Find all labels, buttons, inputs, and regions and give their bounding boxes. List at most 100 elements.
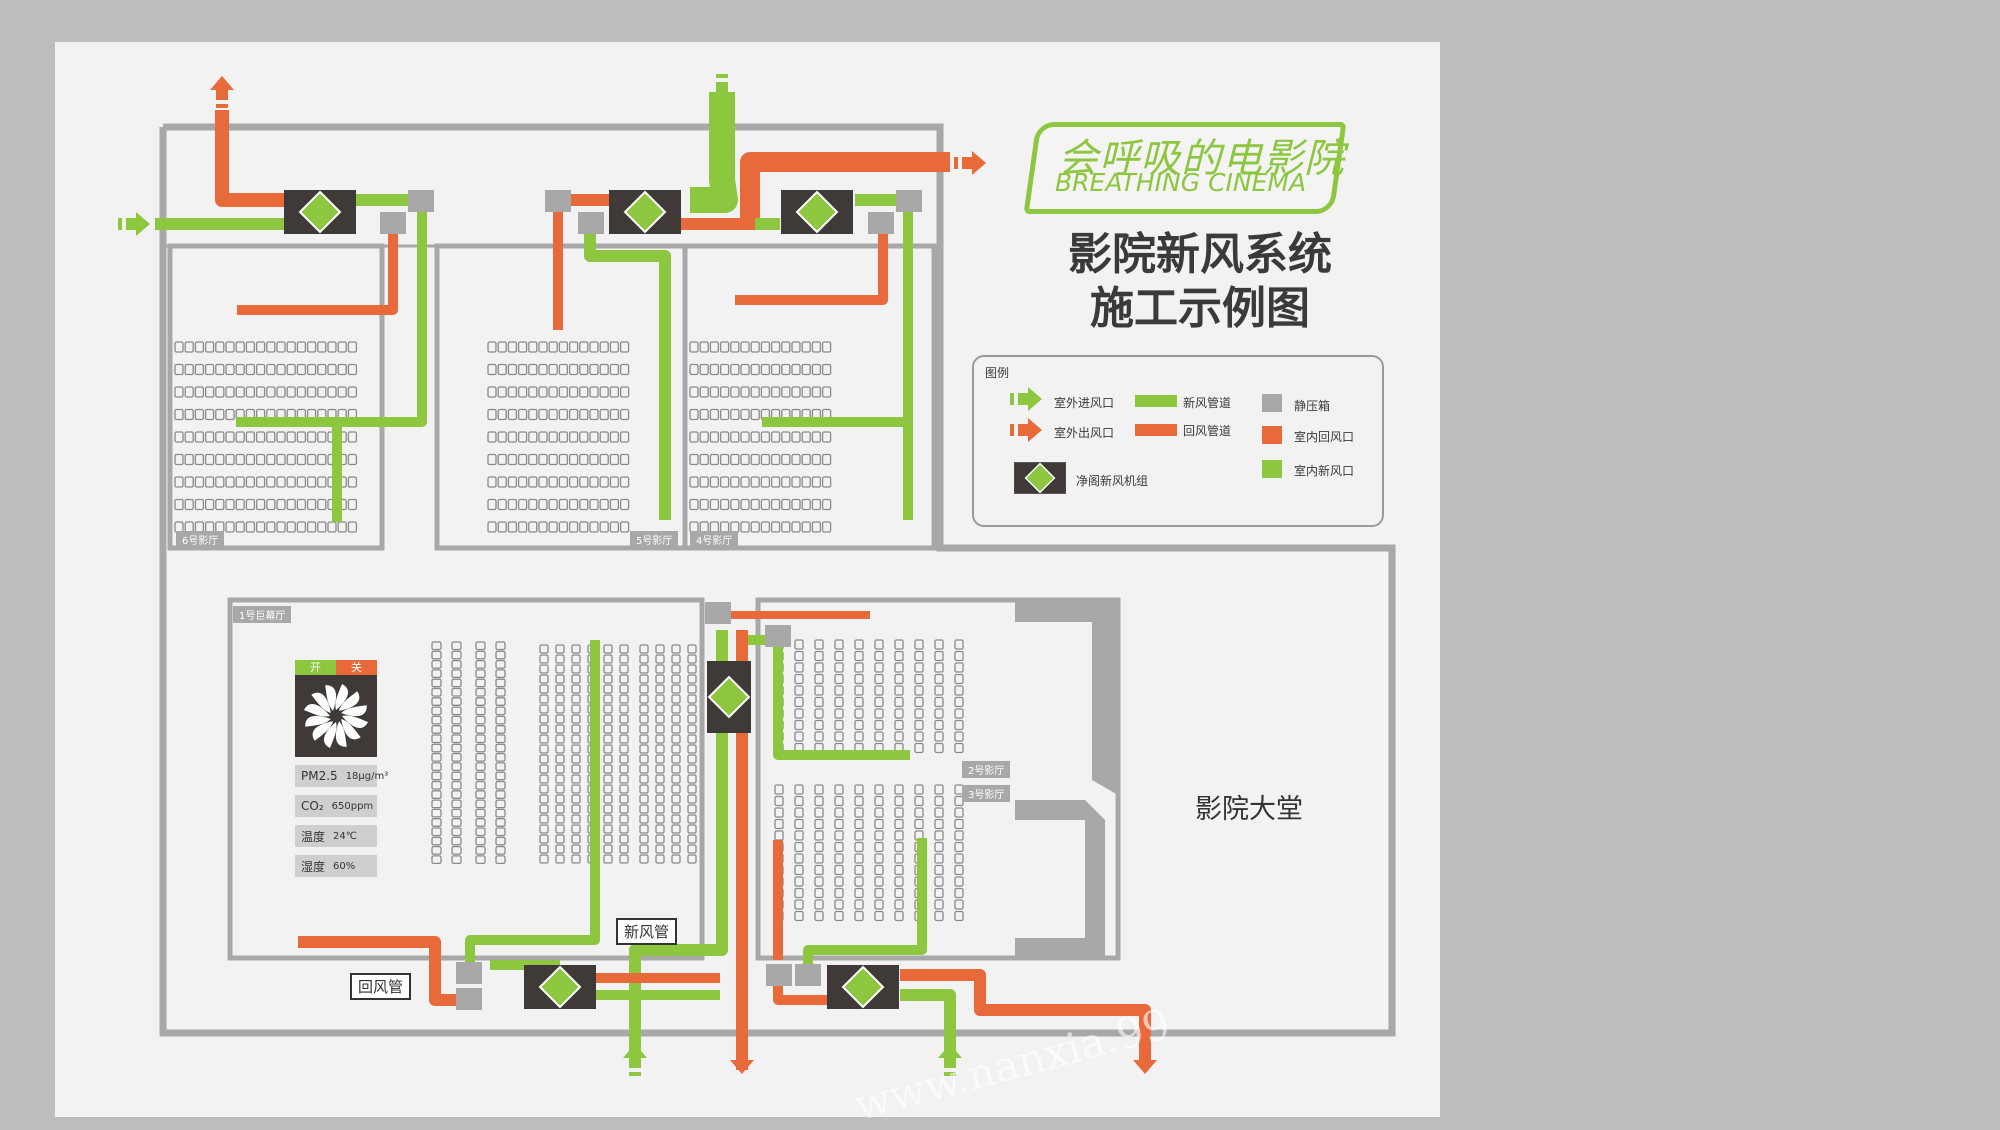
seat bbox=[954, 887, 964, 899]
seat bbox=[730, 341, 740, 353]
seat bbox=[603, 744, 613, 754]
room-tag-hall3: 3号影厅 bbox=[962, 785, 1011, 802]
seat bbox=[337, 363, 347, 376]
seat bbox=[475, 659, 486, 669]
seat bbox=[774, 784, 784, 795]
fresh-duct bbox=[690, 92, 738, 213]
seat bbox=[451, 697, 462, 706]
seat bbox=[814, 784, 824, 795]
seat bbox=[225, 521, 235, 533]
power-switch[interactable]: 开 关 bbox=[295, 660, 377, 675]
seat bbox=[719, 363, 730, 376]
seat bbox=[558, 498, 569, 511]
seat bbox=[475, 641, 486, 651]
fan-blade bbox=[304, 703, 330, 717]
seat bbox=[894, 807, 904, 818]
seat bbox=[791, 521, 801, 533]
seat bbox=[811, 386, 822, 398]
seat bbox=[539, 784, 549, 794]
seat bbox=[954, 818, 964, 830]
seat bbox=[894, 696, 904, 708]
seat bbox=[475, 678, 486, 688]
seat bbox=[689, 476, 699, 488]
seat bbox=[874, 784, 884, 795]
seat bbox=[555, 754, 565, 764]
seat bbox=[687, 664, 697, 674]
seat bbox=[286, 386, 296, 398]
seat bbox=[894, 864, 904, 876]
seat bbox=[934, 650, 944, 662]
seat bbox=[794, 818, 804, 830]
seat bbox=[451, 659, 462, 669]
seat bbox=[599, 498, 609, 511]
fan-blade bbox=[325, 685, 337, 711]
seat bbox=[431, 641, 442, 651]
seat bbox=[539, 814, 549, 824]
seat bbox=[599, 363, 609, 376]
seat bbox=[671, 694, 681, 704]
seat bbox=[814, 853, 824, 864]
seat bbox=[655, 794, 665, 804]
seat bbox=[655, 714, 665, 724]
seat bbox=[750, 521, 760, 533]
fan-blade bbox=[339, 691, 360, 711]
seat bbox=[639, 824, 649, 834]
seat bbox=[555, 734, 565, 744]
seat bbox=[689, 453, 699, 466]
seat bbox=[571, 754, 581, 764]
seat bbox=[750, 386, 760, 398]
switch-on[interactable]: 开 bbox=[295, 660, 336, 675]
seat bbox=[558, 453, 569, 466]
seat bbox=[894, 910, 904, 922]
seat bbox=[719, 453, 730, 466]
seat bbox=[854, 853, 864, 864]
seat bbox=[431, 687, 442, 697]
seat bbox=[327, 341, 337, 353]
seat bbox=[571, 854, 581, 864]
seat bbox=[954, 830, 964, 841]
seat bbox=[794, 784, 804, 795]
seat bbox=[286, 363, 296, 376]
seat bbox=[730, 363, 740, 376]
seat bbox=[619, 363, 630, 376]
seat bbox=[894, 887, 904, 899]
temp-value: 24℃ bbox=[333, 830, 357, 842]
seat bbox=[451, 650, 462, 660]
seat bbox=[619, 684, 629, 694]
seat bbox=[539, 674, 549, 684]
seat bbox=[609, 363, 620, 376]
switch-off[interactable]: 关 bbox=[336, 660, 377, 675]
seat bbox=[740, 453, 750, 466]
seat bbox=[770, 453, 781, 466]
seat bbox=[579, 453, 589, 466]
seat bbox=[507, 341, 518, 353]
seat bbox=[603, 854, 613, 864]
seat bbox=[689, 386, 699, 398]
seat bbox=[655, 704, 665, 714]
seat bbox=[671, 774, 681, 784]
seat bbox=[689, 408, 699, 421]
seat bbox=[548, 498, 558, 511]
seat bbox=[487, 386, 497, 398]
seat bbox=[687, 844, 697, 854]
seat bbox=[286, 431, 296, 443]
seat bbox=[317, 431, 327, 443]
seat bbox=[854, 807, 864, 818]
seat bbox=[528, 386, 538, 398]
seat bbox=[317, 521, 327, 533]
seat bbox=[204, 408, 215, 421]
seat bbox=[497, 476, 507, 488]
seat bbox=[528, 408, 538, 421]
seat bbox=[854, 784, 864, 795]
seat bbox=[781, 386, 791, 398]
seat bbox=[487, 341, 497, 353]
fan-icon bbox=[295, 675, 377, 757]
seat bbox=[834, 784, 844, 795]
seat bbox=[719, 431, 730, 443]
seat bbox=[507, 476, 518, 488]
seat bbox=[687, 754, 697, 764]
seat bbox=[874, 731, 884, 742]
seat bbox=[655, 844, 665, 854]
seat bbox=[934, 830, 944, 841]
title-line-2: 施工示例图 bbox=[1090, 283, 1310, 334]
